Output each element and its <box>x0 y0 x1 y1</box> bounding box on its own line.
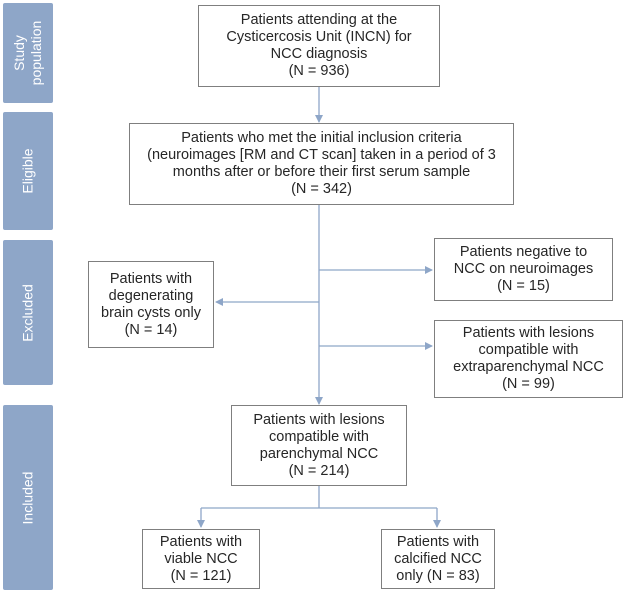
stage-included: Included <box>3 405 53 590</box>
box-degenerating: Patients with degenerating brain cysts o… <box>88 261 214 348</box>
stage-study-population: Study population <box>3 3 53 103</box>
box-negative: Patients negative to NCC on neuroimages … <box>434 238 613 301</box>
box-extraparenchymal: Patients with lesions compatible with ex… <box>434 320 623 398</box>
box-parenchymal: Patients with lesions compatible with pa… <box>231 405 407 486</box>
stage-eligible: Eligible <box>3 112 53 230</box>
box-viable: Patients with viable NCC (N = 121) <box>142 529 260 589</box>
stage-excluded: Excluded <box>3 240 53 385</box>
box-attending: Patients attending at the Cysticercosis … <box>198 5 440 87</box>
box-eligible: Patients who met the initial inclusion c… <box>129 123 514 205</box>
box-calcified: Patients with calcified NCC only (N = 83… <box>381 529 495 589</box>
